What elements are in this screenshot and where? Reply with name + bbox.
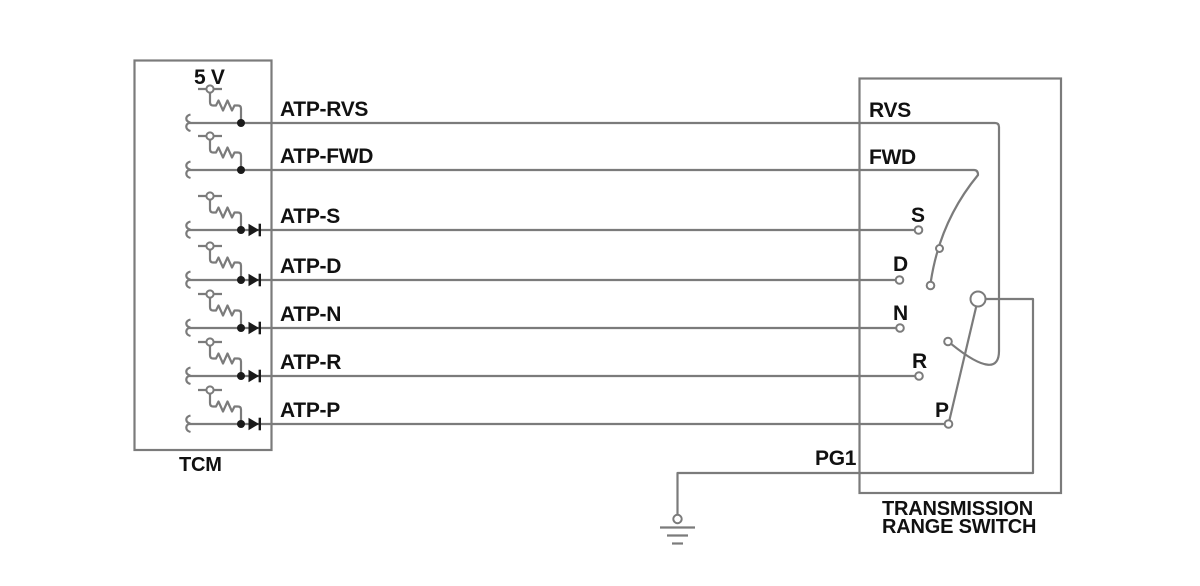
wiper-pivot-icon <box>969 290 987 308</box>
terminal-label-r: R <box>912 350 927 373</box>
supply-terminal-icon <box>205 241 215 251</box>
rvs-switch-arm <box>943 121 1001 366</box>
terminal-label-fwd: FWD <box>869 146 916 169</box>
diode-icon <box>248 273 259 287</box>
range-switch-caption-line1: TRANSMISSION <box>882 498 1033 520</box>
ground-label-pg1: PG1 <box>815 447 857 470</box>
junction-dot-icon <box>237 324 245 332</box>
supply-terminal-icon <box>205 84 215 94</box>
terminal-label-n: N <box>893 302 908 325</box>
ground-icon <box>660 513 695 545</box>
tcm-driver-row <box>185 241 896 290</box>
junction-dot-icon <box>237 119 245 127</box>
diode-icon <box>248 417 259 431</box>
range-contacts <box>894 225 954 429</box>
terminal-label-rvs: RVS <box>869 99 911 122</box>
range-switch-box <box>858 77 1063 495</box>
pullup-resistor-icon <box>208 139 243 167</box>
pullup-resistor-icon <box>208 92 243 120</box>
tcm-caption: TCM <box>179 454 222 476</box>
diode-icon <box>248 321 259 335</box>
pin-label-atp-fwd: ATP-FWD <box>280 145 374 168</box>
tcm-driver-row <box>185 385 945 434</box>
contact-r-icon <box>914 371 924 381</box>
terminal-label-p: P <box>935 399 949 422</box>
diode-icon <box>248 223 259 237</box>
park-arm-and-ground-return <box>676 290 1035 515</box>
pullup-resistor-icon <box>208 345 243 373</box>
pullup-resistor-icon <box>208 249 243 277</box>
contact-n-icon <box>895 323 905 333</box>
supply-terminal-icon <box>205 289 215 299</box>
pin-label-atp-s: ATP-S <box>280 205 340 228</box>
junction-dot-icon <box>237 276 245 284</box>
supply-terminal-icon <box>205 385 215 395</box>
contact-p-icon <box>943 419 954 429</box>
pin-label-atp-p: ATP-P <box>280 399 340 422</box>
pullup-resistor-icon <box>208 393 243 421</box>
pin-label-atp-rvs: ATP-RVS <box>280 98 369 121</box>
range-switch-caption-line2: RANGE SWITCH <box>882 515 1037 538</box>
tcm-driver-circuits <box>185 84 995 434</box>
pin-label-atp-d: ATP-D <box>280 255 342 278</box>
terminal-label-d: D <box>893 253 908 276</box>
tcm-driver-row <box>185 337 916 386</box>
supply-terminal-icon <box>205 131 215 141</box>
junction-dot-icon <box>237 166 245 174</box>
tcm-driver-row <box>185 131 974 180</box>
pin-label-atp-n: ATP-N <box>280 303 342 326</box>
junction-dot-icon <box>237 226 245 234</box>
terminal-label-s: S <box>911 204 925 227</box>
fwd-switch-arm <box>925 168 980 291</box>
supply-5v-label: 5 V <box>194 66 225 89</box>
tcm-driver-row <box>185 191 915 240</box>
supply-terminal-icon <box>205 191 215 201</box>
fwd-arm-end-contact-icon <box>925 280 936 291</box>
pin-label-atp-r: ATP-R <box>280 351 342 374</box>
pullup-resistor-icon <box>208 297 243 325</box>
pg1-wire <box>676 297 1035 515</box>
tcm-box <box>133 59 273 452</box>
diode-icon <box>248 369 259 383</box>
supply-terminal-icon <box>205 337 215 347</box>
tcm-driver-row <box>185 289 897 338</box>
junction-dot-icon <box>237 420 245 428</box>
fwd-arm-mid-contact-icon <box>935 244 944 253</box>
range-switch-caption: TRANSMISSION RANGE SWITCH <box>882 498 1037 538</box>
junction-dot-icon <box>237 372 245 380</box>
pullup-resistor-icon <box>208 199 243 227</box>
contact-d-icon <box>894 275 905 285</box>
park-wiper-arm <box>947 298 980 425</box>
contact-s-icon <box>913 225 924 235</box>
rvs-arm-contact-icon <box>943 336 953 347</box>
